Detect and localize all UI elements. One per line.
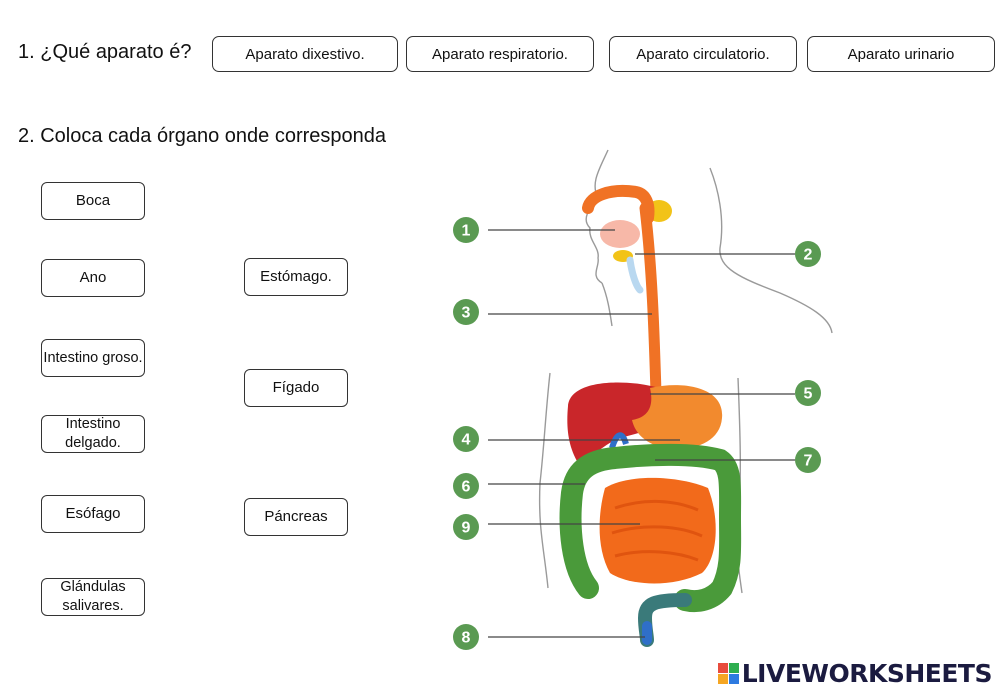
option-respiratorio-button[interactable]: Aparato respiratorio. — [406, 36, 594, 72]
organ-card-figado[interactable]: Fígado — [244, 369, 348, 407]
marker-3-label: 3 — [462, 305, 471, 322]
organ-card-ano[interactable]: Ano — [41, 259, 145, 297]
organ-card-intestino-groso[interactable]: Intestino groso. — [41, 339, 145, 377]
marker-5: 5 — [795, 380, 821, 406]
marker-3: 3 — [453, 299, 479, 325]
liveworksheets-logo-icon — [717, 662, 739, 684]
option-urinario-button[interactable]: Aparato urinario — [807, 36, 995, 72]
marker-4-label: 4 — [462, 432, 471, 449]
marker-6-label: 6 — [462, 479, 471, 496]
marker-5-label: 5 — [804, 386, 813, 403]
leader-lines — [488, 229, 795, 638]
question-2-title: 2. Coloca cada órgano onde corresponda — [18, 125, 387, 147]
marker-2-label: 2 — [804, 247, 813, 264]
mouth-shape — [600, 220, 640, 248]
organ-card-pancreas[interactable]: Páncreas — [244, 498, 348, 536]
brand-name: LIVEWORKSHEETS — [741, 658, 993, 688]
liveworksheets-brand: LIVEWORKSHEETS — [717, 658, 993, 688]
marker-7-label: 7 — [804, 453, 813, 470]
trachea-shape — [626, 256, 644, 294]
digestive-system-diagram: 1 2 3 4 5 6 7 8 9 — [453, 149, 833, 650]
esophagus-shape — [639, 202, 662, 399]
marker-1: 1 — [453, 217, 479, 243]
option-dixestivo-button[interactable]: Aparato dixestivo. — [212, 36, 398, 72]
small-intestine-loops — [611, 500, 703, 562]
marker-9: 9 — [453, 514, 479, 540]
marker-4: 4 — [453, 426, 479, 452]
pharynx-shape — [582, 185, 655, 224]
gallbladder-shape — [609, 432, 629, 449]
marker-8: 8 — [453, 624, 479, 650]
organ-card-esofago[interactable]: Esófago — [41, 495, 145, 533]
organ-card-glandulas-salivares[interactable]: Glándulas salivares. — [41, 578, 145, 616]
organ-card-intestino-delgado[interactable]: Intestino delgado. — [41, 415, 145, 453]
stomach-shape — [632, 385, 723, 449]
marker-6: 6 — [453, 473, 479, 499]
marker-1-label: 1 — [462, 223, 471, 240]
marker-2: 2 — [795, 241, 821, 267]
large-intestine-shape — [559, 443, 742, 613]
question-1-title: 1. ¿Qué aparato é? — [18, 41, 192, 63]
marker-8-label: 8 — [462, 630, 471, 647]
option-circulatorio-button[interactable]: Aparato circulatorio. — [609, 36, 797, 72]
organ-card-estomago[interactable]: Estómago. — [244, 258, 348, 296]
marker-7: 7 — [795, 447, 821, 473]
organ-card-boca[interactable]: Boca — [41, 182, 145, 220]
marker-9-label: 9 — [462, 520, 471, 537]
